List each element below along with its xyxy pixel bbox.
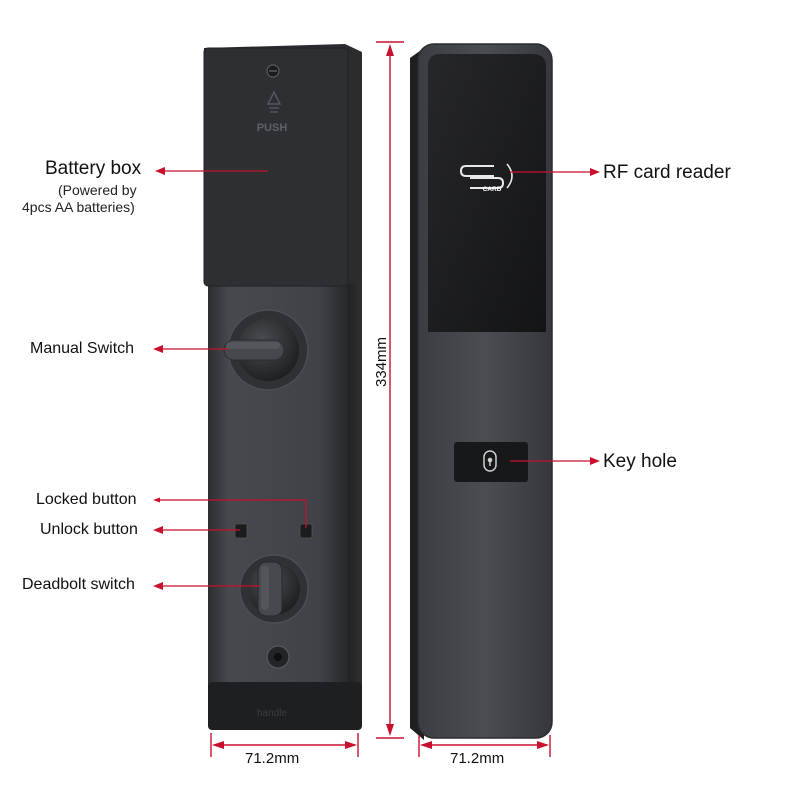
unlock-button[interactable] xyxy=(234,523,248,539)
key-hole-icon xyxy=(483,450,497,472)
width-exterior-label: 71.2mm xyxy=(450,750,505,767)
interior-panel: PUSH handle xyxy=(203,44,362,730)
deadbolt-switch-label: Deadbolt switch xyxy=(22,576,135,593)
dimension-lines xyxy=(210,41,551,757)
callouts xyxy=(153,167,600,590)
battery-note-line2: 4pcs AA batteries) xyxy=(22,199,135,215)
rf-card-icon: CARD xyxy=(459,163,513,193)
battery-note-line1: (Powered by xyxy=(58,182,137,198)
key-hole-label: Key hole xyxy=(603,451,677,472)
rf-glass-panel xyxy=(428,54,546,332)
interior-base xyxy=(208,682,362,730)
battery-box-label: Battery box xyxy=(45,158,142,179)
manual-switch[interactable] xyxy=(223,309,309,391)
height-dimension-label: 334mm xyxy=(373,337,390,387)
width-interior-label: 71.2mm xyxy=(245,750,300,767)
card-label: CARD xyxy=(483,186,502,193)
push-label: PUSH xyxy=(257,122,288,134)
locked-button-label: Locked button xyxy=(36,491,137,508)
brand-mark: handle xyxy=(257,708,287,719)
exterior-panel: CARD xyxy=(410,43,553,740)
push-arrow-icon xyxy=(266,90,282,105)
rf-card-reader-label: RF card reader xyxy=(603,162,731,183)
unlock-button-label: Unlock button xyxy=(40,521,138,538)
deadbolt-switch[interactable] xyxy=(239,554,309,624)
manual-switch-label: Manual Switch xyxy=(30,340,135,357)
battery-cover: PUSH xyxy=(203,44,362,287)
